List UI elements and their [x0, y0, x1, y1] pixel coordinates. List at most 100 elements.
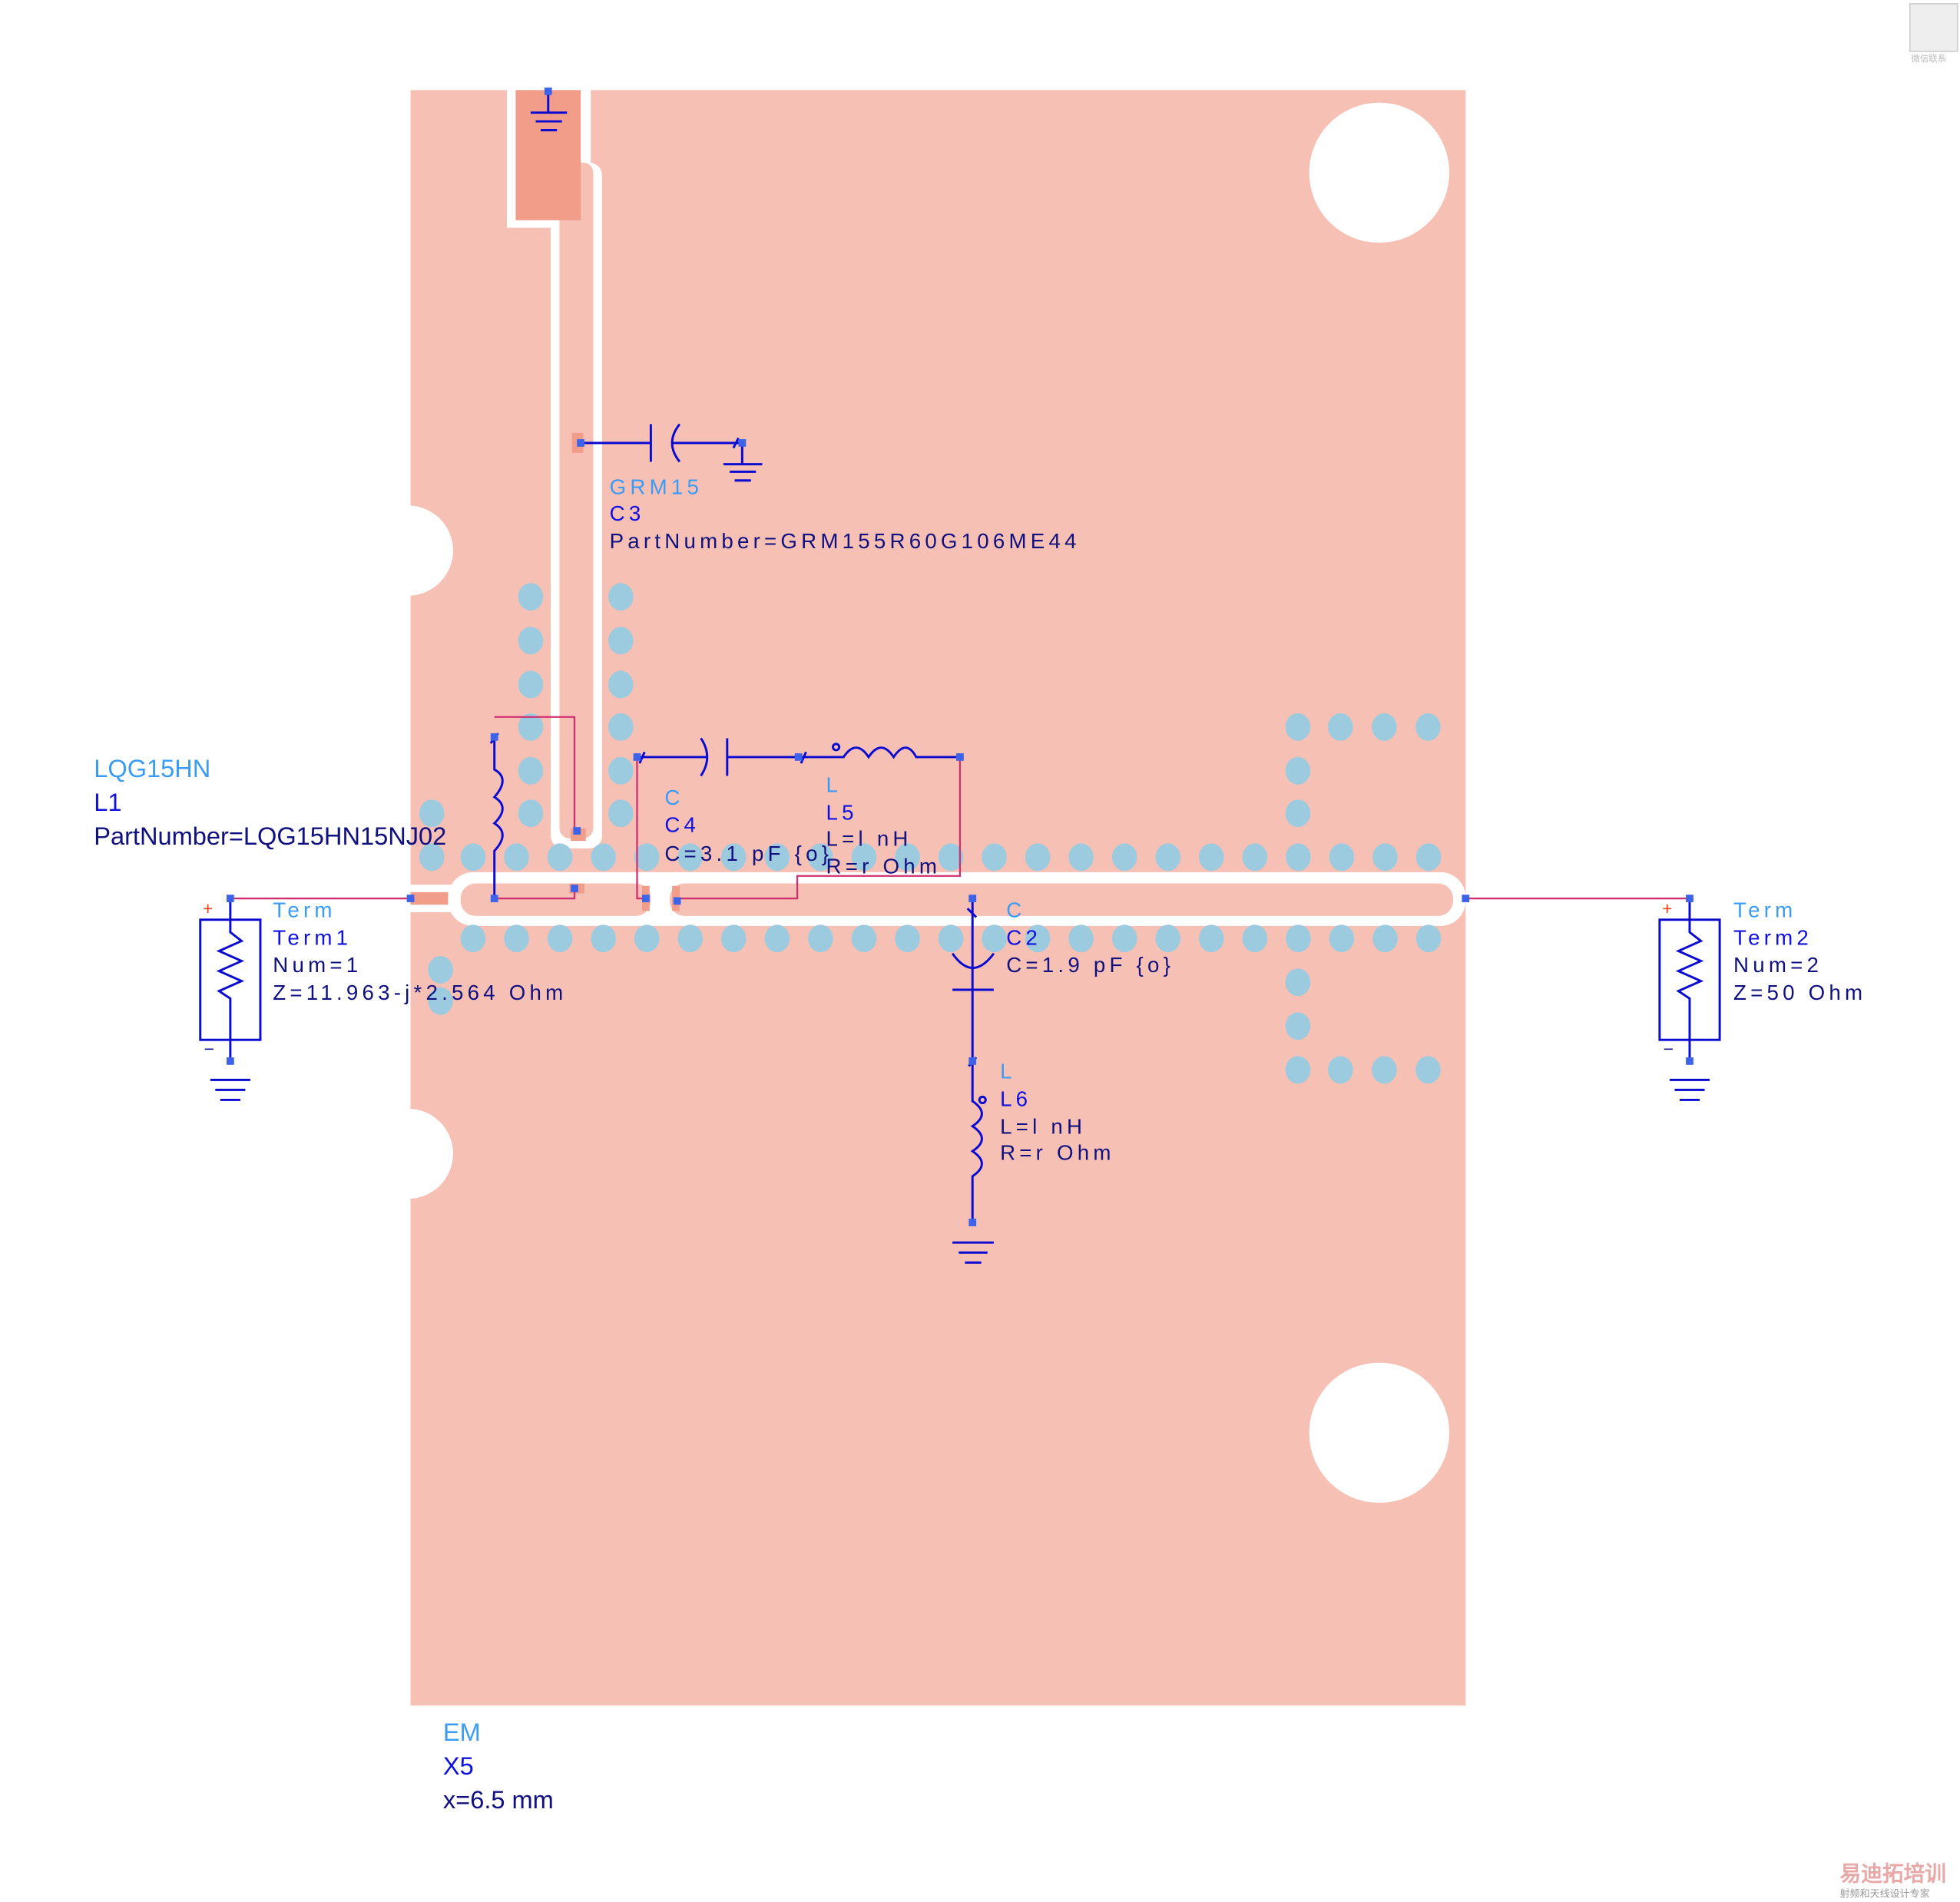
- via: [895, 843, 920, 872]
- pin[interactable]: [1686, 1057, 1693, 1065]
- c3-name: C3: [610, 501, 645, 525]
- via: [677, 843, 704, 872]
- via: [1199, 925, 1224, 953]
- pin[interactable]: [968, 1057, 977, 1065]
- via: [547, 925, 573, 953]
- via: [851, 925, 877, 953]
- qr-code-watermark: 微信联系: [1909, 3, 1958, 64]
- via: [460, 843, 486, 872]
- polarity-dot: [978, 1095, 987, 1104]
- port-pin[interactable]: [406, 895, 415, 902]
- via: [1372, 713, 1397, 741]
- via: [518, 583, 544, 611]
- via: [419, 843, 445, 872]
- l6-resistance: R=r Ohm: [1000, 1141, 1115, 1165]
- pin[interactable]: [673, 897, 681, 905]
- logo-main: 易迪拓培训: [1840, 1861, 1946, 1886]
- via: [419, 799, 445, 828]
- inductor-l5[interactable]: L L5 L=l nH R=r Ohm: [673, 743, 964, 905]
- term2-impedance: Z=50 Ohm: [1733, 981, 1866, 1004]
- minus-sign: −: [204, 1039, 214, 1059]
- via: [608, 627, 634, 655]
- pin[interactable]: [1686, 895, 1693, 902]
- via: [1285, 756, 1311, 785]
- pin[interactable]: [794, 753, 803, 761]
- via: [764, 925, 790, 953]
- via: [518, 627, 544, 655]
- pin[interactable]: [968, 895, 977, 902]
- pin[interactable]: [577, 438, 585, 447]
- via: [460, 925, 486, 953]
- via: [1199, 843, 1224, 872]
- port-pin[interactable]: [1462, 895, 1470, 902]
- feed-pad: [410, 891, 449, 905]
- capacitor-c4[interactable]: C C4 C=3.1 pF {o}: [633, 737, 833, 902]
- via: [428, 987, 453, 1015]
- stub-line: [559, 162, 594, 839]
- l5-name: L5: [826, 800, 858, 824]
- plus-sign: +: [1662, 898, 1672, 918]
- via: [518, 756, 544, 785]
- via: [1285, 713, 1311, 741]
- l1-partnumber: PartNumber=LQG15HN15NJ02: [94, 822, 446, 850]
- pin[interactable]: [642, 895, 650, 902]
- via: [591, 843, 616, 872]
- edge-notch: [363, 1108, 453, 1199]
- via: [1372, 843, 1398, 872]
- pin[interactable]: [738, 438, 747, 447]
- resistor-ground-symbol: [210, 898, 250, 1101]
- via: [1155, 925, 1181, 953]
- polarity-dot: [832, 743, 841, 752]
- logo-sub: 射频和天线设计专家: [1840, 1887, 1930, 1900]
- capacitor-c3[interactable]: GRM15 C3 PartNumber=GRM155R60G106ME44: [577, 423, 1080, 553]
- capacitor-c2[interactable]: C C2 C=1.9 pF {o}: [951, 895, 1174, 1064]
- term1[interactable]: + − Term Term1 Num=1 Z=11.963-j*2.564 Oh…: [199, 895, 568, 1101]
- via: [634, 925, 660, 953]
- pin[interactable]: [633, 753, 641, 761]
- via: [504, 843, 529, 872]
- via: [1068, 925, 1094, 953]
- inductor-l1[interactable]: LQG15HN L1 PartNumber=LQG15HN15NJ02: [94, 716, 581, 902]
- pin[interactable]: [226, 1057, 234, 1065]
- pin[interactable]: [968, 1219, 977, 1227]
- pin[interactable]: [226, 895, 234, 902]
- em-param: x=6.5 mm: [443, 1785, 554, 1814]
- pin[interactable]: [956, 753, 964, 761]
- via: [1328, 1056, 1353, 1084]
- via: [1285, 799, 1311, 828]
- pin[interactable]: [490, 895, 498, 902]
- term2[interactable]: + − Term Term2 Num=2 Z=50 Ohm: [1462, 895, 1866, 1101]
- via: [938, 925, 964, 953]
- inductor-l6[interactable]: L L6 L=l nH R=r Ohm: [952, 1057, 1115, 1264]
- main-line-right: [669, 883, 1453, 916]
- pin[interactable]: [571, 885, 578, 892]
- c4-name: C4: [664, 813, 700, 837]
- em-type: EM: [443, 1718, 481, 1746]
- logo-watermark: 易迪拓培训 射频和天线设计专家: [1840, 1861, 1946, 1900]
- via: [518, 799, 544, 828]
- via: [1285, 1012, 1311, 1040]
- c4-type: C: [664, 786, 684, 809]
- pin[interactable]: [573, 827, 581, 835]
- capacitor-symbol: [581, 423, 763, 482]
- l6-type: L: [1000, 1060, 1016, 1083]
- em-component-label: EM X5 x=6.5 mm: [443, 1718, 554, 1814]
- em-layout-board[interactable]: [363, 90, 1466, 1706]
- via: [1111, 843, 1137, 872]
- via: [1286, 925, 1311, 953]
- via-array: [419, 583, 1442, 1084]
- c2-type: C: [1006, 898, 1025, 922]
- capacitor-symbol: [951, 898, 995, 1064]
- pin[interactable]: [544, 88, 552, 95]
- l6-name: L6: [1000, 1087, 1031, 1111]
- pin[interactable]: [490, 733, 498, 741]
- inductor-ground-symbol: [952, 1057, 994, 1264]
- l6-inductance: L=l nH: [1000, 1114, 1086, 1138]
- em-name: X5: [443, 1751, 474, 1780]
- via: [1415, 843, 1442, 872]
- c2-value: C=1.9 pF {o}: [1006, 953, 1174, 977]
- via: [982, 925, 1007, 953]
- via: [1329, 843, 1355, 872]
- via: [1155, 843, 1181, 872]
